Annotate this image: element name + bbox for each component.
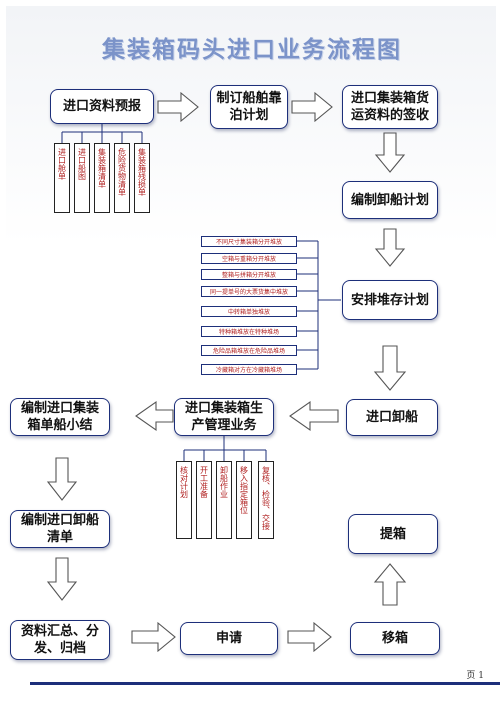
page-title: 集装箱码头进口业务流程图	[102, 36, 402, 63]
arrow-down	[374, 228, 406, 267]
unload-list-box: 编制进口卸船清单	[10, 510, 110, 548]
production-task: 开工准备	[196, 461, 212, 539]
pickup-box: 提箱	[348, 514, 438, 554]
production-task: 复核、检验、交接	[258, 461, 274, 539]
apply-box: 申请	[180, 622, 278, 655]
storage-rule: 空箱与重箱分开堆放	[201, 253, 297, 264]
storage-rule: 危险品箱堆放在危险品堆场	[201, 345, 297, 356]
storage-rule: 冷藏箱对方在冷藏箱堆场	[201, 364, 297, 375]
storage-rule: 同一提单号的大票货集中堆放	[201, 286, 297, 297]
storage-rule: 中转箱单独堆放	[201, 306, 297, 317]
move-box-box: 移箱	[350, 622, 440, 655]
unit-summary-box: 编制进口集装箱单船小结	[10, 398, 110, 436]
arrow-up	[373, 563, 407, 606]
production-task: 卸船作业	[216, 461, 232, 539]
arrow-right	[287, 621, 332, 653]
cargo-data-signoff-box: 进口集装箱货运资料的签收	[342, 85, 438, 129]
footer-rule	[30, 682, 500, 685]
arrow-down	[46, 557, 78, 601]
arrow-right	[291, 91, 333, 123]
arrow-down	[374, 132, 406, 173]
forecast-doc: 进口舱单	[54, 143, 70, 213]
forecast-doc: 进口船图	[74, 143, 90, 213]
arrow-right	[157, 91, 199, 123]
arrow-right	[131, 621, 176, 653]
import-data-forecast-box: 进口资料预报	[50, 89, 154, 124]
arrow-left	[289, 400, 339, 432]
unload-plan-box: 编制卸船计划	[342, 181, 438, 219]
storage-rule: 不同尺寸集装箱分开堆放	[201, 236, 297, 247]
storage-rule: 特种箱堆放在特种堆场	[201, 326, 297, 337]
arrow-left	[135, 400, 174, 432]
storage-plan-box: 安排堆存计划	[342, 280, 438, 320]
arrow-down	[373, 345, 407, 391]
page-number: 页 1	[466, 671, 484, 681]
forecast-doc: 危险货物清单	[114, 143, 130, 213]
forecast-doc: 集装箱清单	[94, 143, 110, 213]
production-mgmt-box: 进口集装箱生产管理业务	[174, 398, 274, 436]
production-task: 核对计划	[176, 461, 192, 539]
arrow-down	[46, 457, 78, 501]
production-task: 移入指定箱位	[236, 461, 252, 539]
import-unload-box: 进口卸船	[346, 399, 438, 436]
forecast-doc: 集装箱残损单	[134, 143, 150, 213]
storage-rule: 整箱与拼箱分开堆放	[201, 269, 297, 280]
data-distribute-box: 资料汇总、分发、归档	[10, 620, 110, 660]
berth-plan-box: 制订船舶靠泊计划	[210, 85, 288, 129]
